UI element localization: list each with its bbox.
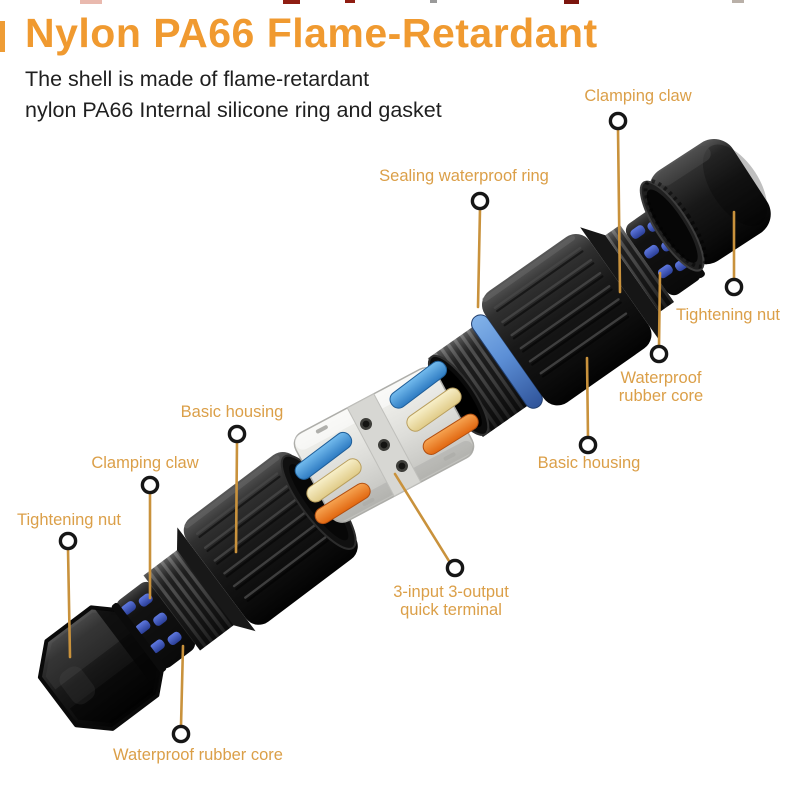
label-basic-housing-left: Basic housing <box>180 403 284 421</box>
label-basic-housing-right: Basic housing <box>537 454 641 472</box>
lever-orange-out <box>422 413 479 455</box>
marker-rings <box>58 111 744 744</box>
crop-artifact <box>0 21 5 52</box>
leader-basic-housing-left <box>234 440 239 554</box>
label-line: rubber core <box>618 387 704 405</box>
label-waterproof-rubber-core-right: Waterproof rubber core <box>619 369 703 405</box>
crop-artifact <box>564 0 579 4</box>
label-tightening-nut-left: Tightening nut <box>17 511 121 529</box>
label-line: Waterproof <box>620 369 702 387</box>
lever-blue-out <box>389 360 448 409</box>
part-quick-terminal <box>293 360 479 525</box>
subtitle-line-1: The shell is made of flame-retardant <box>25 67 370 91</box>
subtitle-line-2: nylon PA66 Internal silicone ring and ga… <box>25 98 442 122</box>
leader-rubber-core-right <box>657 271 662 348</box>
marker-clamping-claw-left <box>140 475 160 495</box>
thread-collar-right-shade <box>605 224 674 313</box>
leader-lines <box>66 127 736 728</box>
crop-artifact <box>732 0 744 3</box>
leader-sealing-ring <box>476 207 482 309</box>
marker-tightening-nut-left <box>58 531 78 551</box>
crop-artifact <box>430 0 437 3</box>
leader-quick-terminal <box>393 472 451 563</box>
label-clamping-claw-right: Clamping claw <box>584 87 692 105</box>
marker-clamping-claw-right <box>608 111 628 131</box>
leader-rubber-core-bottom <box>179 644 185 728</box>
part-tightening-nut-right <box>639 139 771 272</box>
thread-front-right-shade <box>427 326 529 438</box>
label-line: 3-input 3-output <box>393 583 509 601</box>
lever-cream-in <box>306 458 362 503</box>
leader-tightening-nut-left <box>66 547 72 659</box>
label-line: quick terminal <box>400 601 502 619</box>
label-tightening-nut-right: Tightening nut <box>676 306 780 324</box>
crop-artifact <box>345 0 355 3</box>
terminal-holes <box>360 417 408 473</box>
marker-basic-housing-right <box>578 435 598 455</box>
lever-blue-in <box>294 431 353 480</box>
label-quick-terminal: 3-input 3-output quick terminal <box>393 583 509 619</box>
lever-orange-in <box>314 482 371 525</box>
marker-tightening-nut-right <box>724 277 744 297</box>
marker-rubber-core-bottom <box>171 724 191 744</box>
label-sealing-waterproof-ring: Sealing waterproof ring <box>379 167 549 185</box>
label-waterproof-rubber-core-bottom: Waterproof rubber core <box>113 746 283 764</box>
marker-rubber-core-right <box>649 344 669 364</box>
marker-basic-housing-left <box>227 424 247 444</box>
leader-clamping-claw-right <box>616 127 622 294</box>
thread-neck-left-shade <box>143 548 236 651</box>
crop-artifact <box>283 0 300 4</box>
lever-cream-out <box>406 387 462 432</box>
marker-quick-terminal <box>445 558 465 578</box>
leader-basic-housing-right <box>585 356 590 439</box>
label-clamping-claw-left: Clamping claw <box>91 454 199 472</box>
crop-artifact <box>80 0 102 4</box>
page-title: Nylon PA66 Flame-Retardant <box>25 10 598 56</box>
marker-sealing-ring <box>470 191 490 211</box>
page-subtitle: The shell is made of flame-retardant nyl… <box>25 64 442 126</box>
